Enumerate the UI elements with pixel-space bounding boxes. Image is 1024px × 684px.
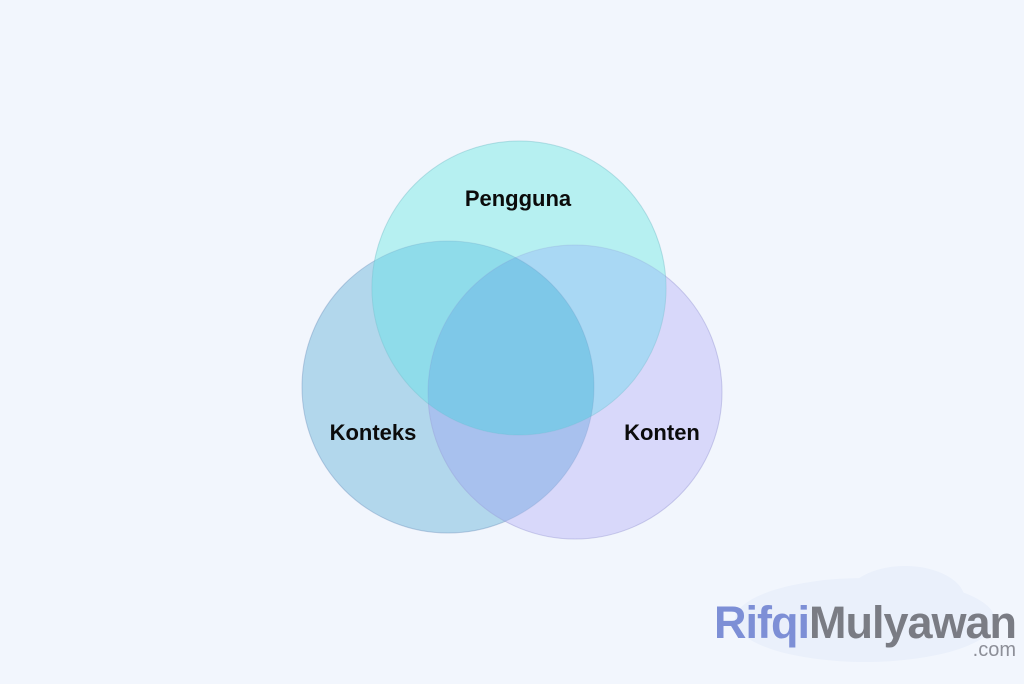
label-pengguna: Pengguna: [465, 186, 572, 211]
label-konteks: Konteks: [330, 420, 417, 445]
svg-text:RifqiMulyawan: RifqiMulyawan: [714, 597, 1016, 648]
watermark-domain: .com: [973, 639, 1016, 661]
label-konten: Konten: [624, 420, 700, 445]
watermark: RifqiMulyawan .com: [714, 566, 1017, 662]
watermark-name-first: Rifqi: [714, 597, 809, 648]
watermark-name-second: Mulyawan: [809, 597, 1016, 648]
